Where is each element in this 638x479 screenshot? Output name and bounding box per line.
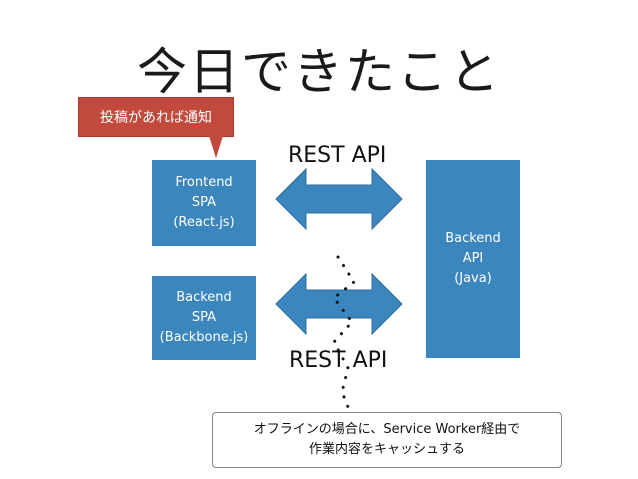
backend-spa-box: Backend SPA (Backbone.js) (152, 276, 256, 360)
frontend-label-line-1: Frontend (175, 175, 233, 190)
offline-callout: オフラインの場合に、Service Worker経由で 作業内容をキャッシュする (212, 412, 562, 468)
backend-spa-label-line-2: SPA (191, 310, 217, 325)
slide-title: 今日できたこと (137, 43, 501, 101)
rest-api-label-bottom: REST API (289, 348, 388, 373)
notify-callout: 投稿があれば通知 (78, 97, 234, 137)
backend-spa-label-line-3: (Backbone.js) (159, 330, 249, 345)
backend-api-label-line-1: Backend (445, 231, 501, 246)
backend-spa-label-line-1: Backend (176, 290, 232, 305)
frontend-spa-box: Frontend SPA (React.js) (152, 160, 256, 246)
notify-callout-text: 投稿があれば通知 (100, 110, 212, 126)
offline-callout-line-1: オフラインの場合に、Service Worker経由で (253, 422, 521, 437)
frontend-label-line-3: (React.js) (173, 215, 235, 230)
backend-api-label-line-3: (Java) (454, 271, 492, 286)
rest-api-label-top: REST API (288, 143, 387, 168)
backend-api-label-line-2: API (462, 251, 484, 266)
backend-api-box: Backend API (Java) (426, 160, 520, 358)
double-arrow-top (275, 167, 403, 231)
dotted-offline-path (331, 255, 356, 414)
frontend-label-line-2: SPA (191, 195, 217, 210)
notify-callout-pointer (209, 136, 223, 158)
double-arrow-bottom (275, 272, 403, 336)
offline-callout-line-2: 作業内容をキャッシュする (308, 442, 465, 457)
